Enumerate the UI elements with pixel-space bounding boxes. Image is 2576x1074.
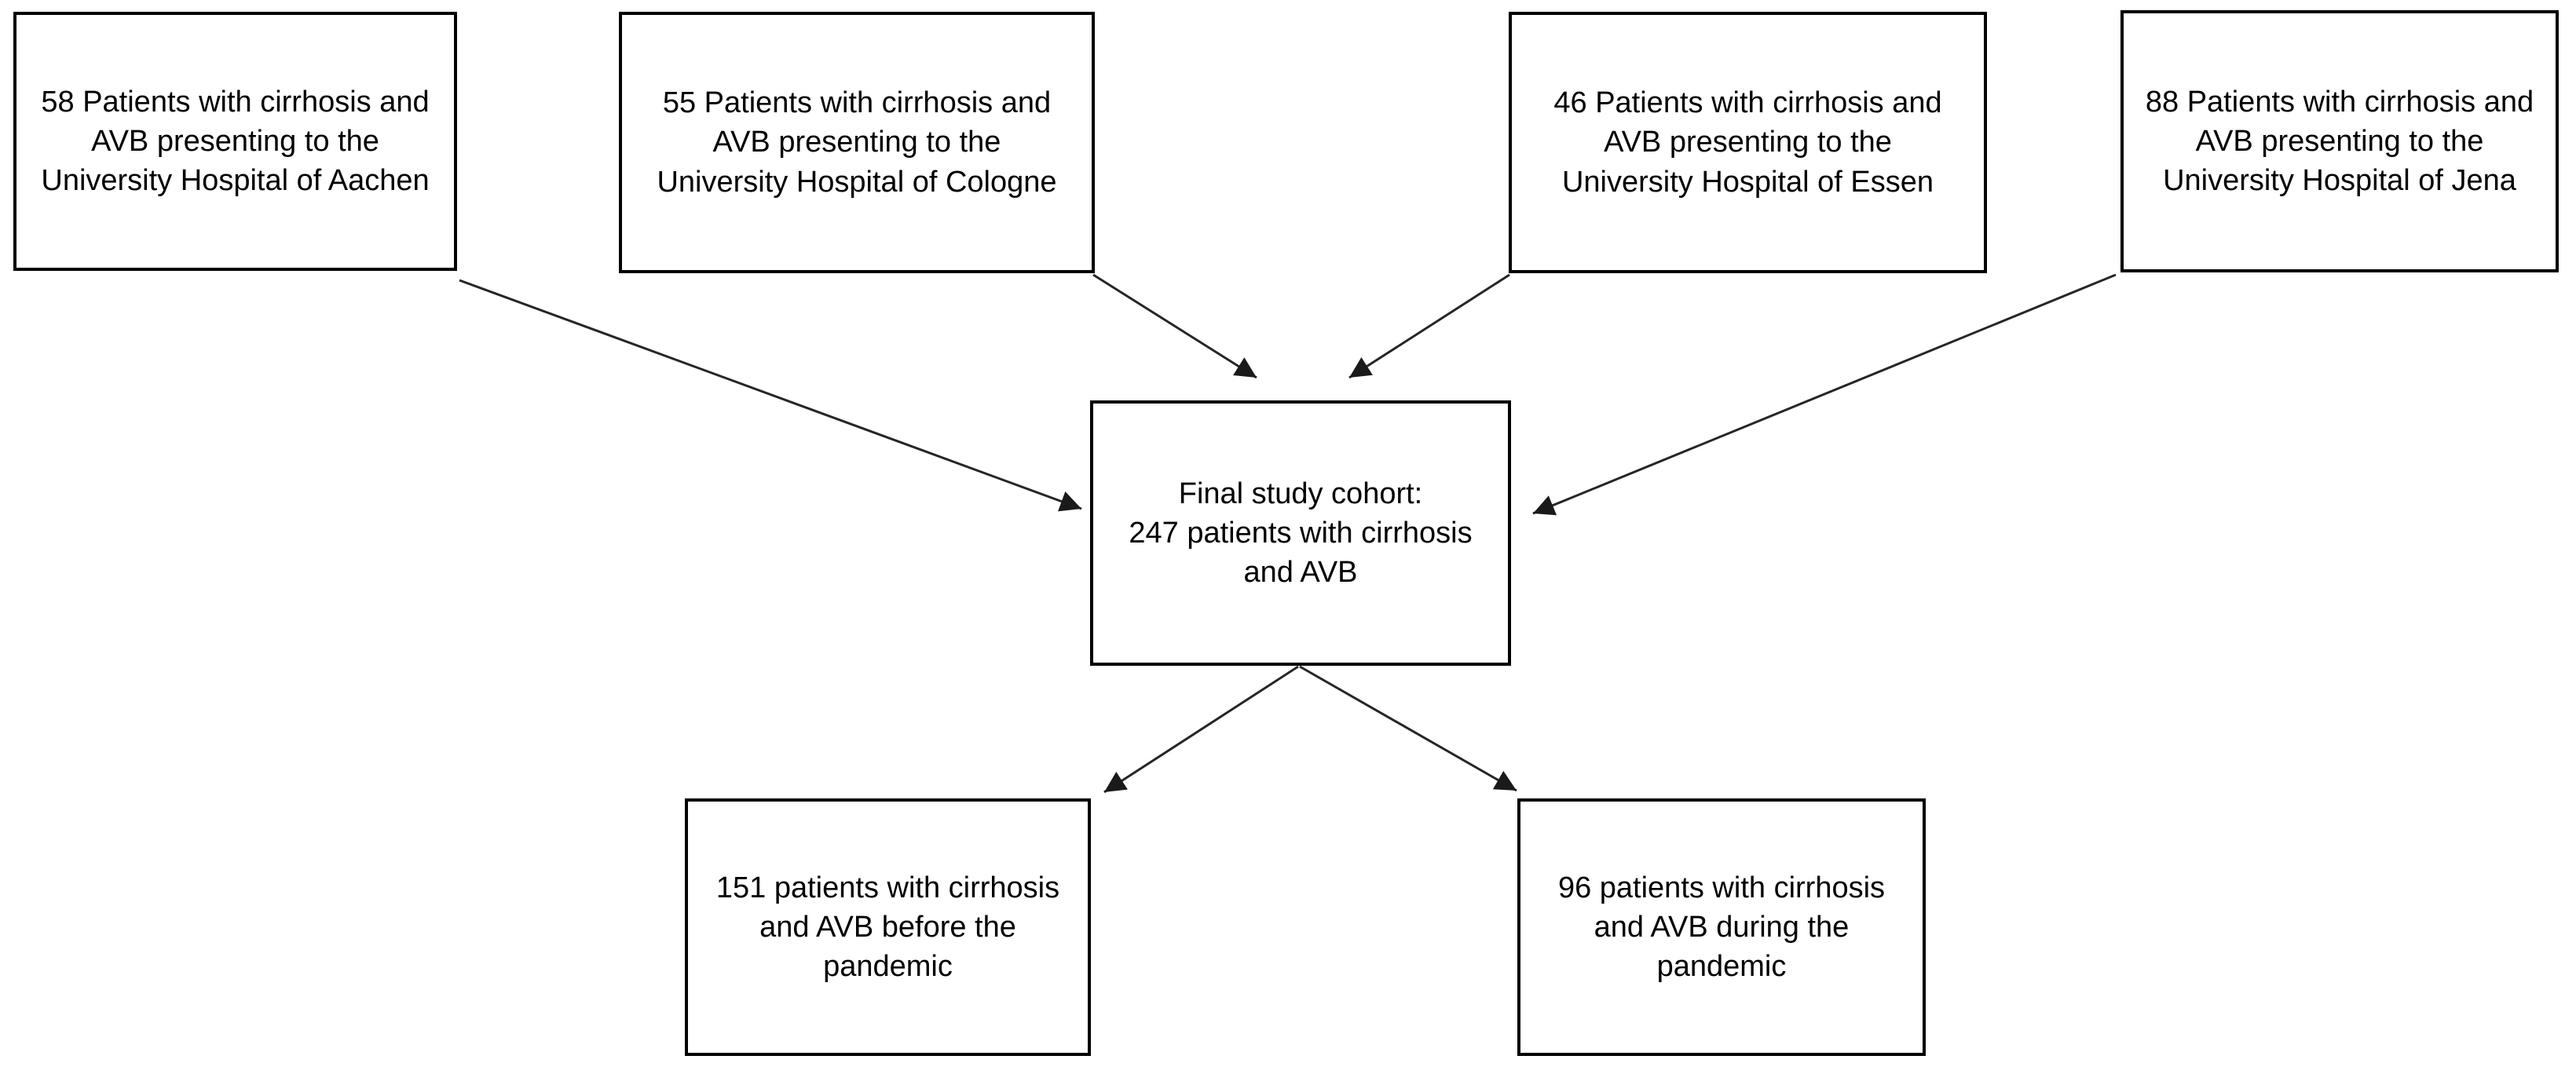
box-site-aachen-label: 58 Patients with cirrhosis and AVB prese…	[41, 85, 430, 198]
box-during-pandemic-label: 96 patients with cirrhosis and AVB durin…	[1557, 871, 1886, 984]
box-during-pandemic: 96 patients with cirrhosis and AVB durin…	[1517, 798, 1926, 1056]
box-site-essen-label: 46 Patients with cirrhosis and AVB prese…	[1553, 86, 1942, 199]
arrow-cohort-to-during-pandemic	[1299, 665, 1517, 792]
box-final-study-cohort-label: Final study cohort: 247 patients with ci…	[1129, 477, 1473, 590]
arrow-aachen-to-cohort	[459, 279, 1082, 512]
arrow-essen-to-cohort	[1348, 273, 1510, 379]
arrow-cohort-to-before-pandemic	[1103, 665, 1299, 794]
box-site-cologne: 55 Patients with cirrhosis and AVB prese…	[619, 12, 1095, 273]
arrow-cologne-to-cohort	[1092, 273, 1257, 379]
box-before-pandemic: 151 patients with cirrhosis and AVB befo…	[685, 798, 1091, 1056]
box-site-jena-label: 88 Patients with cirrhosis and AVB prese…	[2145, 85, 2534, 198]
box-site-jena: 88 Patients with cirrhosis and AVB prese…	[2120, 10, 2559, 272]
box-site-aachen: 58 Patients with cirrhosis and AVB prese…	[13, 12, 457, 271]
arrow-jena-to-cohort	[1532, 273, 2117, 516]
box-site-cologne-label: 55 Patients with cirrhosis and AVB prese…	[657, 86, 1057, 199]
box-site-essen: 46 Patients with cirrhosis and AVB prese…	[1509, 12, 1987, 273]
box-before-pandemic-label: 151 patients with cirrhosis and AVB befo…	[715, 871, 1060, 984]
box-final-study-cohort: Final study cohort: 247 patients with ci…	[1090, 400, 1511, 666]
